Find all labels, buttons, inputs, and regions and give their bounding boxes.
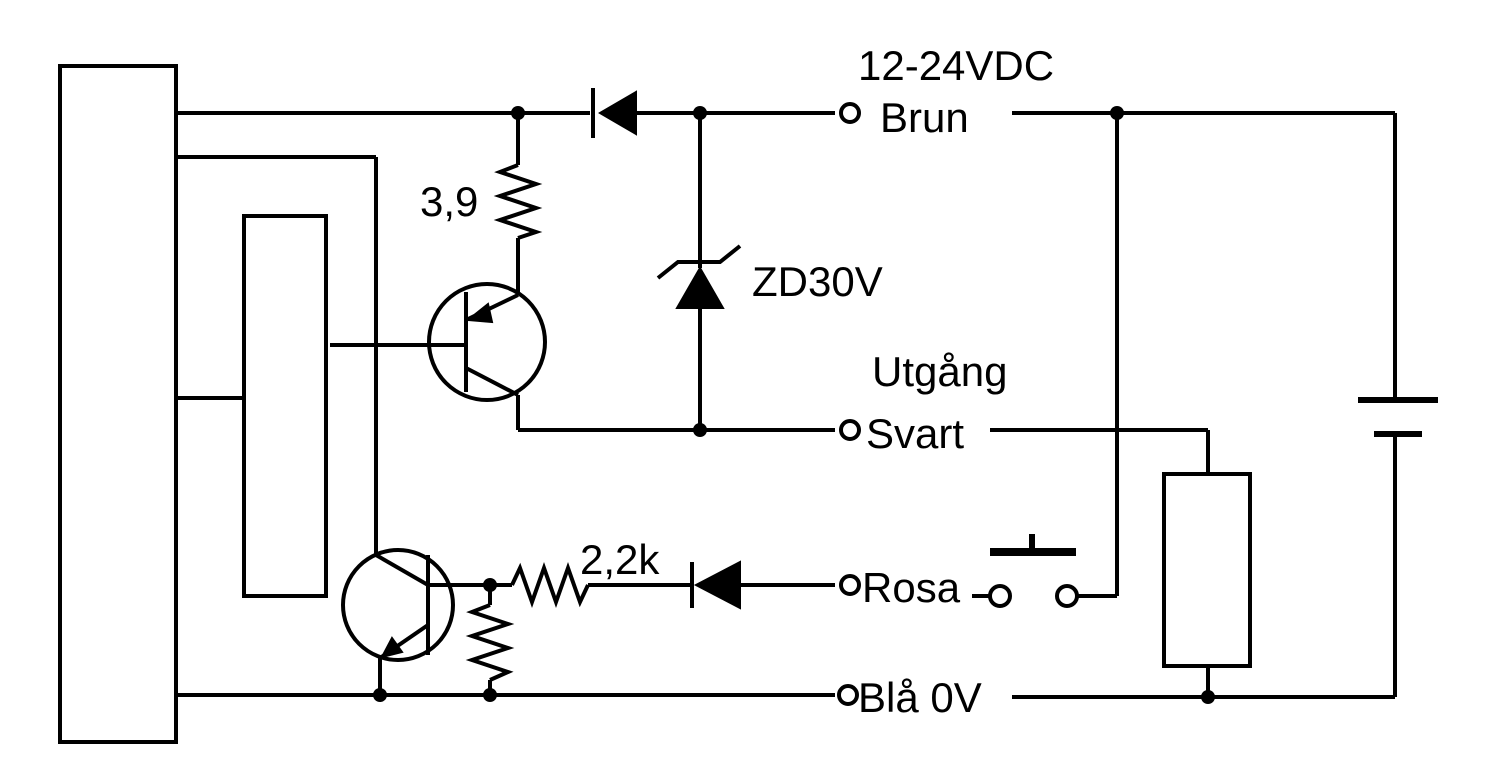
terminal-svart [839,419,861,441]
label-output-title: Utgång [872,348,1007,395]
sensor-feed-wire [176,155,378,555]
label-resistor-2-2k: 2,2k [580,536,660,583]
label-resistor-3-9: 3,9 [420,178,478,225]
label-wire-bla: Blå 0V [858,674,982,721]
terminal-bla [837,684,859,706]
sensor-block [58,64,178,744]
base-resistor [465,585,515,697]
label-wire-rosa: Rosa [862,564,961,611]
inner-circuit-block [242,214,328,598]
input-diode [690,560,861,610]
zener-diode [656,113,742,430]
label-zener: ZD30V [752,258,883,305]
label-supply-voltage: 12-24VDC [858,42,1054,89]
supply-rail [176,102,1397,398]
terminal-brun [839,102,861,124]
load-resistor [1162,472,1252,668]
pnp-transistor [330,282,547,402]
battery-icon [1358,397,1438,697]
push-button [972,534,1117,608]
terminal-rosa [839,574,861,596]
output-wire [516,395,1210,474]
label-wire-brun: Brun [880,94,969,141]
supply-diode [591,88,637,138]
npn-transistor [341,548,490,695]
resistor-3-9 [493,113,543,295]
junction-dots [373,106,1215,704]
label-wire-svart: Svart [866,410,964,457]
